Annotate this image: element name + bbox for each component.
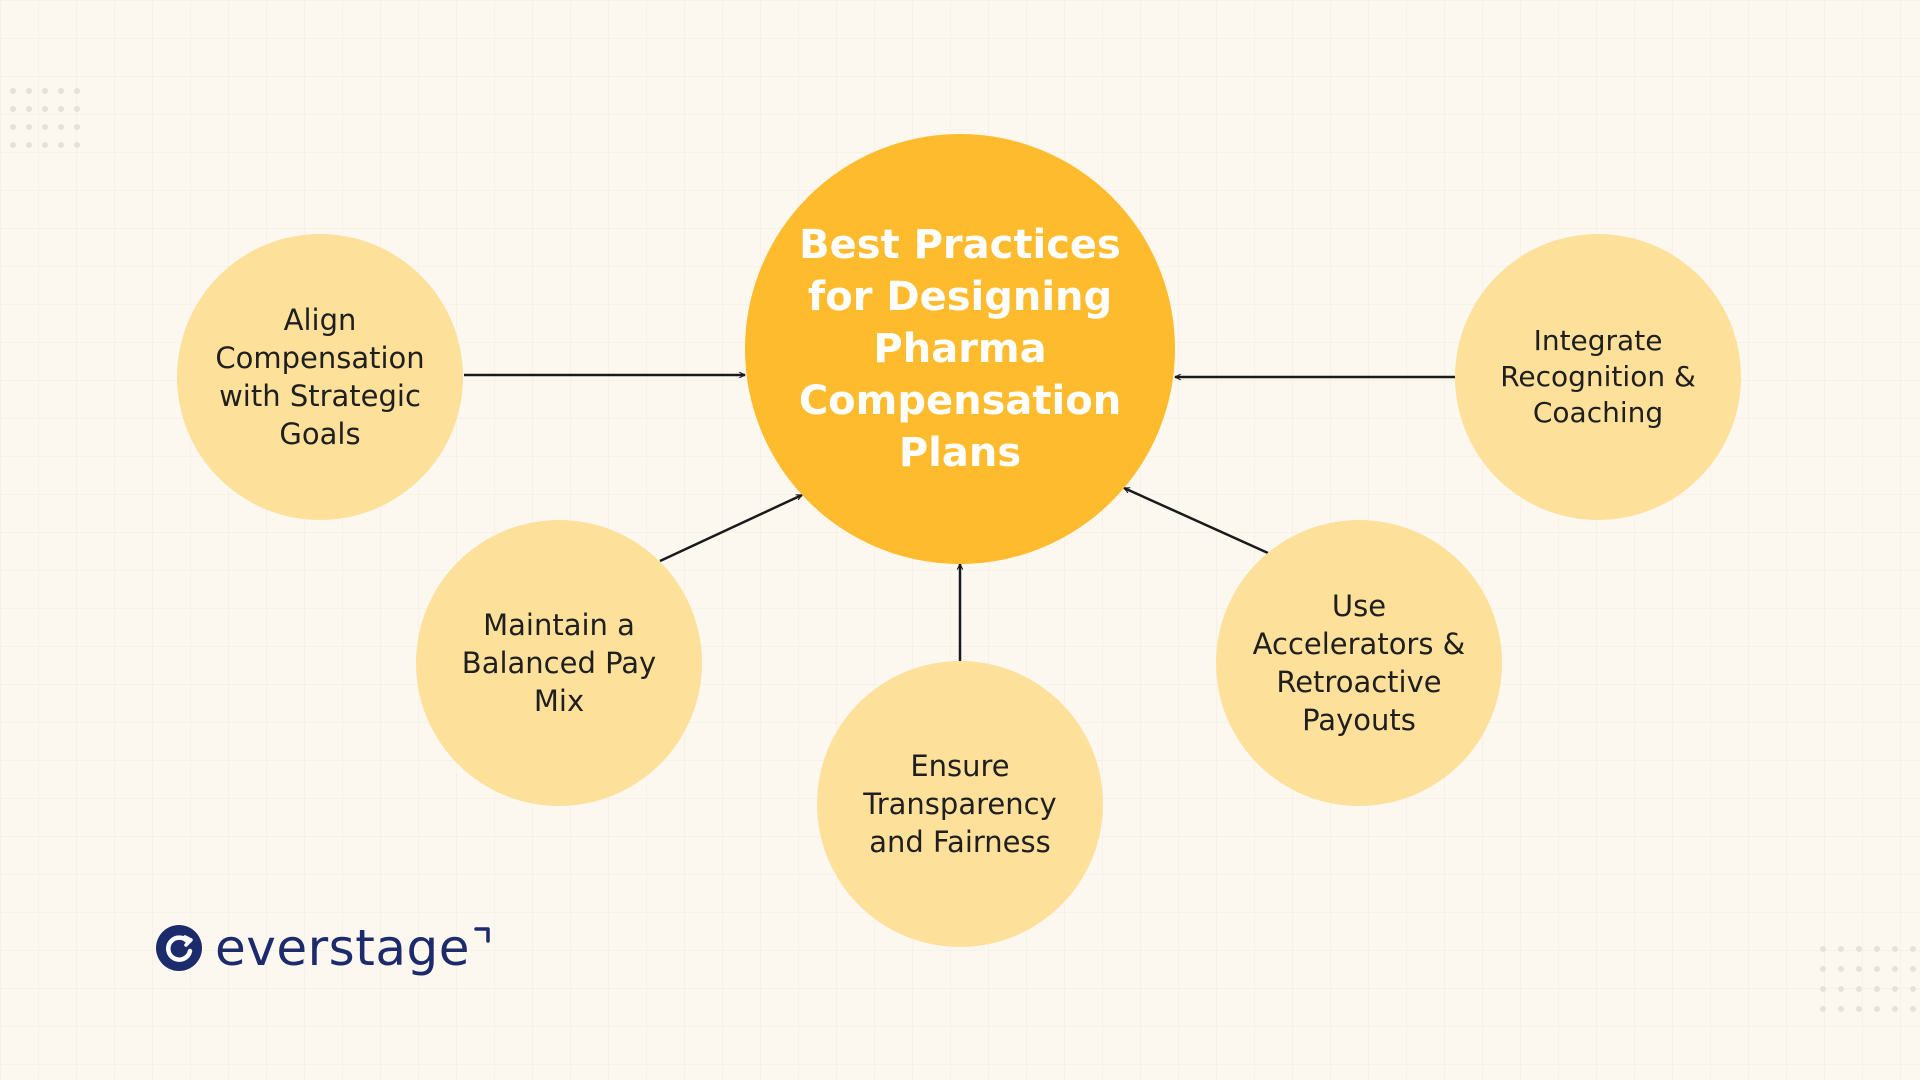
practice-label-integrate: Integrate Recognition & Coaching [1500,324,1696,429]
practice-node-align: Align Compensation with Strategic Goals [177,234,463,520]
practice-node-transparency: Ensure Transparency and Fairness [817,661,1103,947]
practice-label-transparency: Ensure Transparency and Fairness [863,749,1057,859]
arrow-balanced-to-center [659,493,802,563]
brand-logo: everstage [155,918,494,978]
practice-label-align: Align Compensation with Strategic Goals [215,303,425,451]
central-topic-title: Best Practices for Designing Pharma Comp… [798,222,1122,476]
central-topic-circle: Best Practices for Designing Pharma Comp… [745,134,1175,564]
practice-node-integrate: Integrate Recognition & Coaching [1455,234,1741,520]
logo-corner-tick-icon [474,927,490,943]
arrow-accelerators-to-center [1124,486,1269,555]
brand-name: everstage [215,919,470,977]
practice-node-balanced-pay-mix: Maintain a Balanced Pay Mix [416,520,702,806]
everstage-logo-icon [156,925,202,971]
decorative-dot-grid-top-left [10,88,80,158]
practice-label-balanced-pay-mix: Maintain a Balanced Pay Mix [461,608,657,718]
practice-node-accelerators: Use Accelerators & Retroactive Payouts [1216,520,1502,806]
practice-label-accelerators: Use Accelerators & Retroactive Payouts [1252,589,1466,737]
decorative-dot-grid-bottom-right [1820,946,1920,1016]
